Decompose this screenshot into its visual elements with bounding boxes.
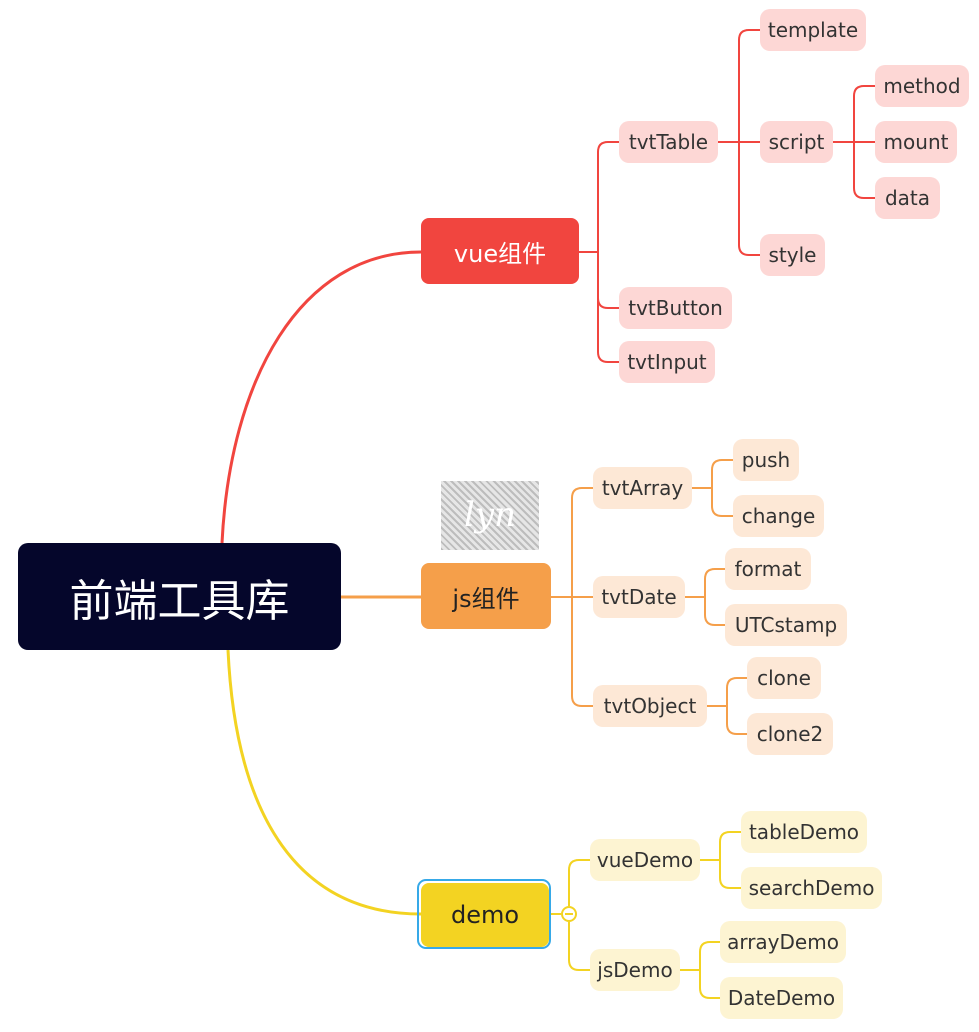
script-node[interactable]: script — [760, 121, 833, 163]
searchDemo-node[interactable]: searchDemo — [741, 867, 882, 909]
DateDemo-node[interactable]: DateDemo — [720, 977, 843, 1019]
method-node[interactable]: method — [875, 65, 969, 107]
tvtObject-node[interactable]: tvtObject — [593, 685, 707, 727]
data-node[interactable]: data — [875, 177, 940, 219]
jsDemo-node[interactable]: jsDemo — [590, 949, 680, 991]
tableDemo-node[interactable]: tableDemo — [741, 811, 867, 853]
tvtTable-node[interactable]: tvtTable — [619, 121, 718, 163]
UTCstamp-node[interactable]: UTCstamp — [725, 604, 847, 646]
demo-node[interactable]: demo — [421, 883, 549, 947]
change-node[interactable]: change — [733, 495, 824, 537]
collapse-toggle-icon[interactable] — [561, 906, 577, 922]
selection-outline — [417, 879, 551, 949]
root-node[interactable]: 前端工具库 — [18, 543, 341, 650]
tvtButton-node[interactable]: tvtButton — [619, 287, 732, 329]
style-node[interactable]: style — [760, 234, 825, 276]
mount-node[interactable]: mount — [875, 121, 957, 163]
vueDemo-node[interactable]: vueDemo — [590, 839, 700, 881]
format-node[interactable]: format — [725, 548, 811, 590]
push-node[interactable]: push — [733, 439, 799, 481]
js-component-node[interactable]: js组件 — [421, 563, 551, 629]
clone-node[interactable]: clone — [747, 657, 821, 699]
tvtArray-node[interactable]: tvtArray — [593, 467, 692, 509]
arrayDemo-node[interactable]: arrayDemo — [720, 921, 846, 963]
tvtDate-node[interactable]: tvtDate — [593, 576, 685, 618]
tvtInput-node[interactable]: tvtInput — [619, 341, 715, 383]
watermark-logo: lyn — [441, 481, 539, 550]
clone2-node[interactable]: clone2 — [747, 713, 833, 755]
vue-component-node[interactable]: vue组件 — [421, 218, 579, 284]
template-node[interactable]: template — [760, 9, 866, 51]
svg-text:lyn: lyn — [464, 495, 516, 535]
